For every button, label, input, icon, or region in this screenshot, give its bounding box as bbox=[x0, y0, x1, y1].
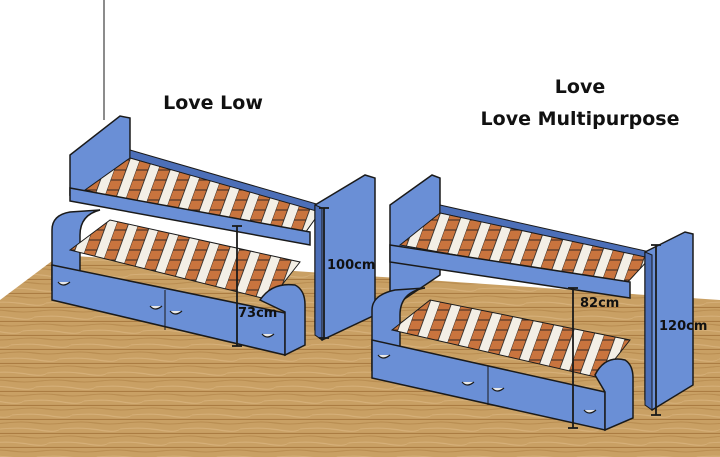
drawer-handle-icon bbox=[491, 387, 505, 392]
dimension-lines bbox=[232, 207, 661, 429]
title-love-multipurpose: Love Multipurpose bbox=[480, 108, 680, 130]
title-love: Love bbox=[554, 76, 606, 98]
drawer-handle-icon bbox=[583, 409, 597, 414]
dimension-label-82cm: 82cm bbox=[580, 296, 620, 311]
drawer-handle-icon bbox=[57, 281, 71, 286]
drawer-handle-icon bbox=[261, 333, 275, 338]
dimension-label-73cm: 73cm bbox=[238, 306, 278, 321]
love-multipurpose-bed bbox=[371, 174, 694, 432]
drawer-handle-icon bbox=[169, 310, 183, 315]
drawer-handle-icon bbox=[461, 381, 475, 386]
drawer-handle-icon bbox=[149, 305, 163, 310]
dimension-label-100cm: 100cm bbox=[327, 258, 376, 273]
dimension-label-120cm: 120cm bbox=[659, 319, 708, 334]
drawer-handle-icon bbox=[377, 354, 391, 359]
love-low-bed bbox=[51, 115, 376, 357]
title-love-low: Love Low bbox=[163, 92, 263, 114]
